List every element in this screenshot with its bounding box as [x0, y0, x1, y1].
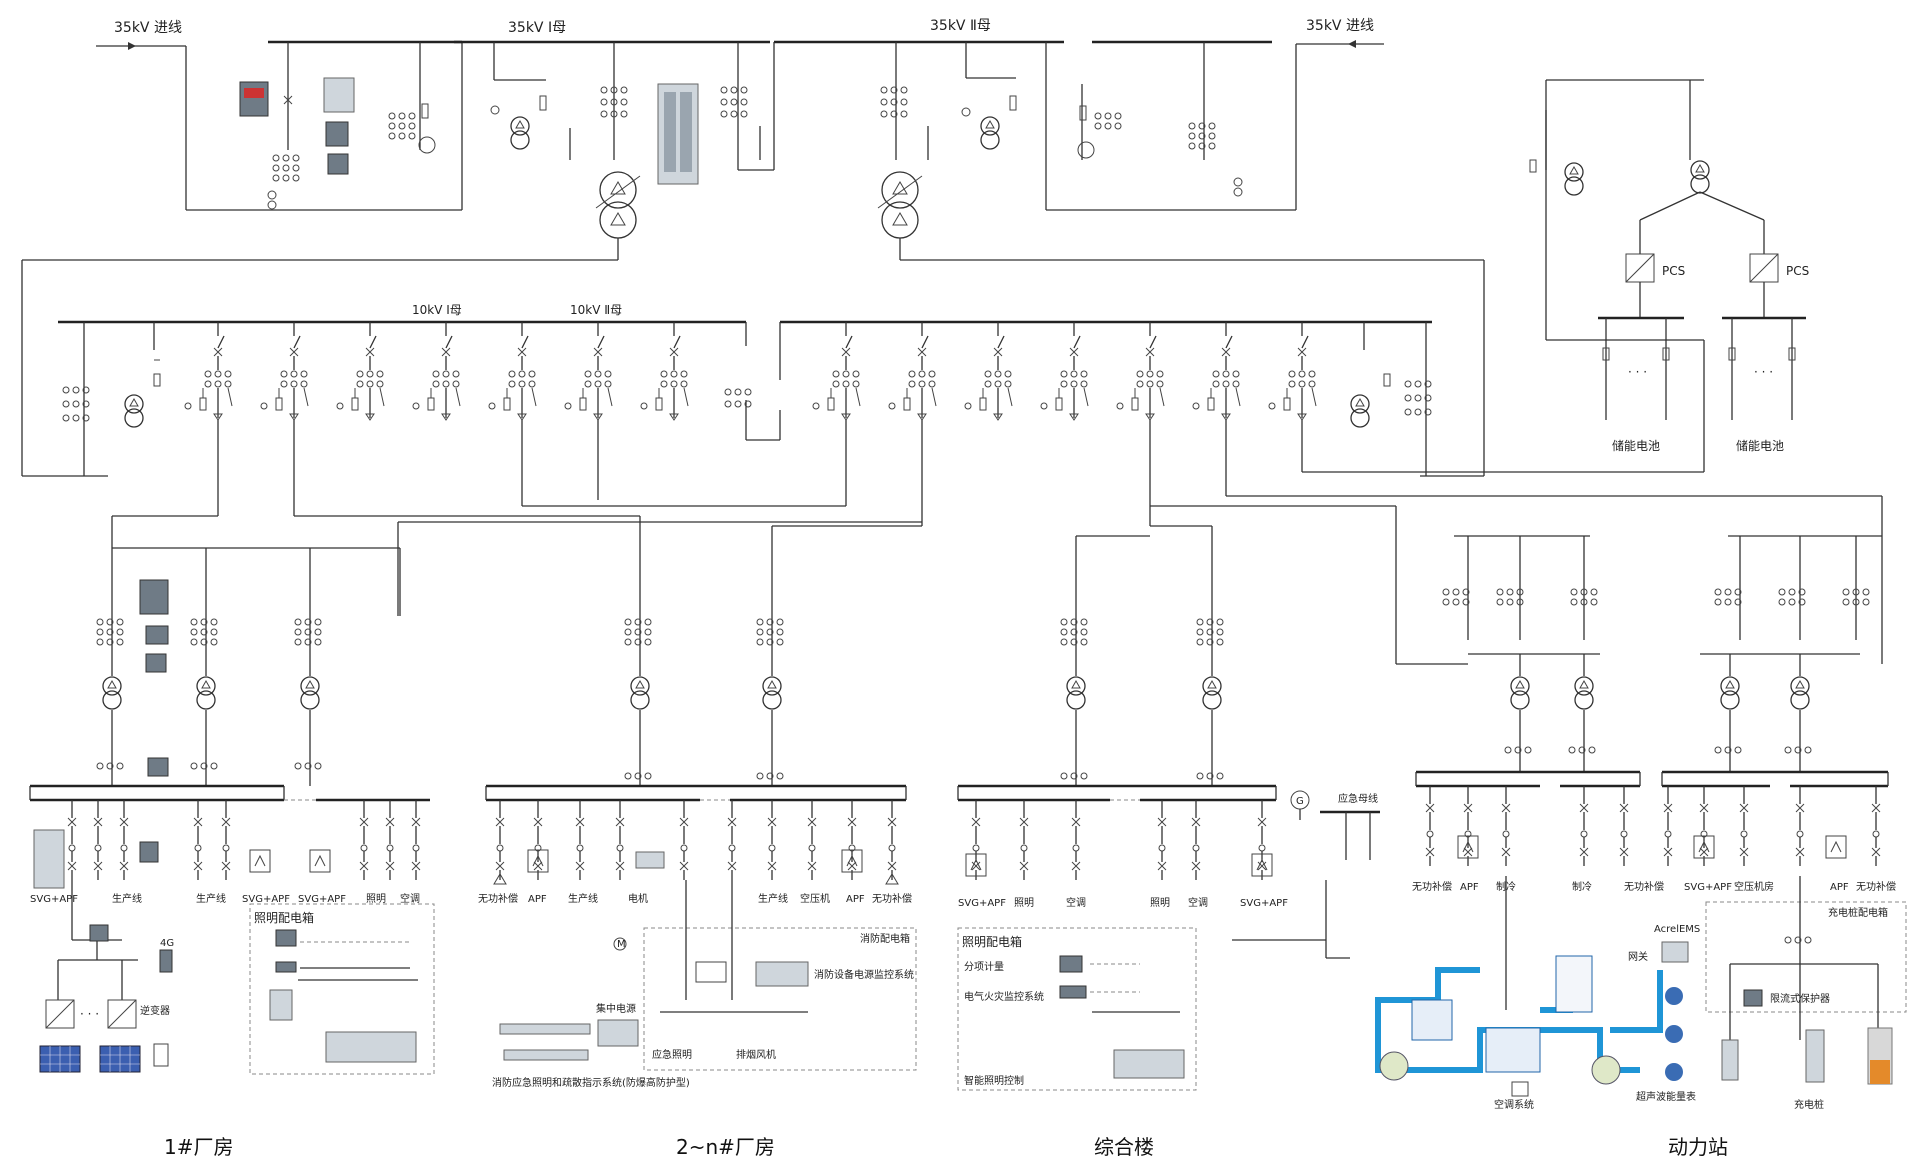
building-lighting-box: 照明配电箱 [962, 934, 1022, 949]
ps-ultrasonic-meter: 超声波能量表 [1636, 1090, 1696, 1103]
ps-current-limit: 限流式保护器 [1770, 992, 1830, 1005]
plant2-motor: 电机 [628, 892, 648, 905]
section-title-building: 综合楼 [1094, 1135, 1154, 1159]
building-lighting-2: 照明 [1150, 897, 1170, 909]
bus-35-1-label: 35kV Ⅰ母 [508, 20, 566, 36]
section-title-plant1: 1#厂房 [164, 1135, 233, 1159]
plant2-emergency-lighting: 应急照明 [652, 1048, 692, 1061]
ps-charging-pile: 充电桩 [1794, 1098, 1824, 1111]
plant2-fire-monitor: 消防设备电源监控系统 [814, 968, 914, 981]
ps-apf-2: APF [1830, 882, 1849, 893]
section-title-plant2: 2~n#厂房 [676, 1135, 775, 1159]
plant1-production-line-1: 生产线 [112, 892, 142, 905]
plant2-production-line-2: 生产线 [758, 892, 788, 905]
plant1-lighting-box: 照明配电箱 [254, 910, 314, 925]
ps-reactive-comp-1: 无功补偿 [1412, 880, 1452, 893]
ellipsis-2: · · · [1754, 365, 1773, 379]
plant1-4g: 4G [160, 938, 174, 949]
plant2-smoke-fan: 排烟风机 [736, 1048, 776, 1061]
plant1-svg-apf-1: SVG+APF [30, 894, 78, 905]
ps-reactive-comp-3: 无功补偿 [1856, 880, 1896, 893]
ps-charging-box: 充电桩配电箱 [1828, 906, 1888, 919]
pcs-label-1: PCS [1662, 264, 1685, 278]
building-ac-2: 空调 [1188, 896, 1208, 909]
building-section: G 应急母线 SVG+APF 照明 空调 照明 空调 SVG+APF 照明配电箱… [957, 560, 1380, 1091]
plant1-ac: 空调 [400, 892, 420, 905]
battery-label-2: 储能电池 [1736, 438, 1784, 453]
plant1-svg-apf-3: SVG+APF [298, 894, 346, 905]
ps-svg-apf: SVG+APF [1684, 882, 1732, 893]
motor-symbol: M [617, 939, 626, 950]
building-svg-apf-1: SVG+APF [958, 898, 1006, 909]
building-ac-1: 空调 [1066, 896, 1086, 909]
bus-35-2-label: 35kV Ⅱ母 [930, 18, 991, 34]
incoming-left-label: 35kV 进线 [114, 20, 182, 36]
building-emergency-bus: 应急母线 [1338, 792, 1378, 805]
plant-1-section: SVG+APF 生产线 生产线 SVG+APF SVG+APF 照明 空调 · … [29, 547, 435, 1075]
ps-ac-system: 空调系统 [1494, 1098, 1534, 1111]
energy-storage-section: PCS PCS · · · · · · 储能电池 储能电池 [1529, 79, 1809, 453]
battery-label-1: 储能电池 [1612, 438, 1660, 453]
plant2-reactive-comp-2: 无功补偿 [872, 892, 912, 905]
building-svg-apf-2: SVG+APF [1240, 898, 1288, 909]
ps-gateway: 网关 [1628, 950, 1648, 963]
plant-2-section: M 无功补偿 APF 生产线 电机 生产线 空压机 APF 无功补偿 消防配电箱… [478, 560, 917, 1089]
incoming-right-label: 35kV 进线 [1306, 18, 1374, 34]
ps-compressor-room: 空压机房 [1734, 880, 1774, 893]
power-station-section: 无功补偿 APF 制冷 制冷 无功补偿 SVG+APF 空压机房 APF 无功补… [1375, 535, 1907, 1111]
plant2-compressor: 空压机 [800, 892, 830, 905]
plant2-fire-box: 消防配电箱 [860, 932, 910, 945]
building-smart-lighting: 智能照明控制 [964, 1074, 1024, 1087]
bus-10-2-label: 10kV Ⅱ母 [570, 303, 622, 317]
building-fire-monitor: 电气火灾监控系统 [964, 990, 1044, 1003]
plant2-apf-2: APF [846, 894, 865, 905]
hv-35kv-section [96, 40, 1384, 260]
building-sub-metering: 分项计量 [964, 960, 1004, 973]
ps-reactive-comp-2: 无功补偿 [1624, 880, 1664, 893]
ellipsis-1: · · · [1628, 365, 1647, 379]
plant1-lighting: 照明 [366, 893, 386, 905]
ps-ems: AcrelEMS [1654, 924, 1700, 935]
generator-symbol: G [1296, 796, 1304, 807]
building-lighting-1: 照明 [1014, 897, 1034, 909]
pcs-label-2: PCS [1786, 264, 1809, 278]
pv-ellipsis: · · · [80, 1007, 99, 1021]
plant1-svg-apf-2: SVG+APF [242, 894, 290, 905]
plant1-production-line-2: 生产线 [196, 892, 226, 905]
plant2-evac-system: 消防应急照明和疏散指示系统(防爆高防护型) [492, 1076, 690, 1089]
plant2-central-power: 集中电源 [596, 1002, 636, 1015]
ps-apf-1: APF [1460, 882, 1479, 893]
plant2-apf-1: APF [528, 894, 547, 905]
bus-10-1-label: 10kV Ⅰ母 [412, 303, 462, 317]
plant1-inverter: 逆变器 [140, 1004, 170, 1017]
plant2-reactive-comp-1: 无功补偿 [478, 892, 518, 905]
mv-10kv-section [21, 259, 1883, 665]
plant2-production-line-1: 生产线 [568, 892, 598, 905]
section-title-power-station: 动力站 [1668, 1135, 1728, 1159]
ps-refrigeration-2: 制冷 [1572, 880, 1592, 893]
